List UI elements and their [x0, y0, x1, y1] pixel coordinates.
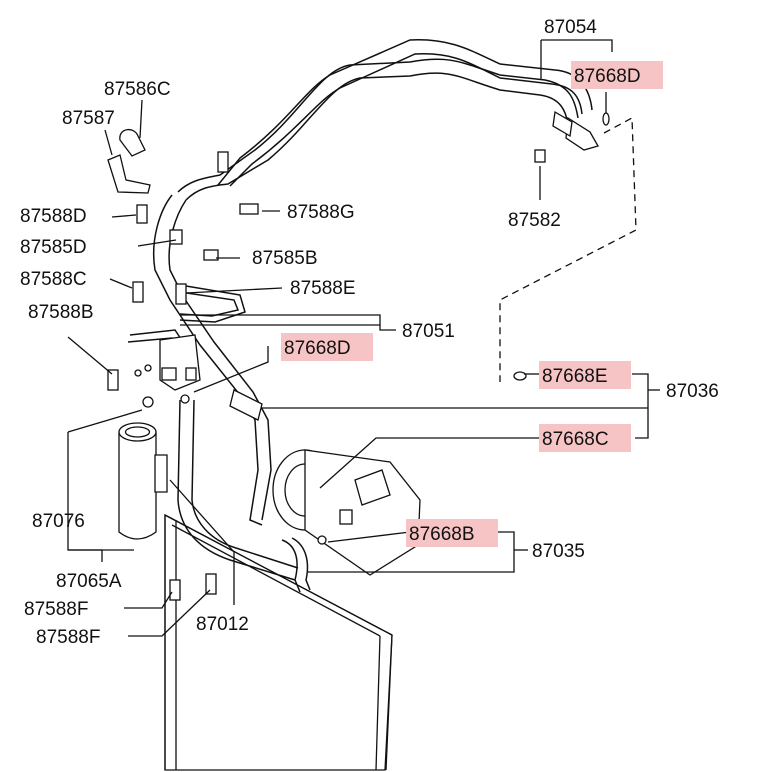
label-87588B[interactable]: 87588B	[28, 302, 94, 323]
label-87588F-b[interactable]: 87588F	[36, 627, 100, 648]
label-87668D-top[interactable]: 87668D	[574, 66, 641, 87]
label-87588C[interactable]: 87588C	[20, 269, 87, 290]
part-labels: 87054 87668D 87586C 87587 87582 87588D 8…	[20, 17, 719, 648]
highlighted-parts	[281, 61, 663, 547]
label-87668E[interactable]: 87668E	[542, 366, 608, 387]
compressor[interactable]	[272, 449, 421, 576]
label-87076[interactable]: 87076	[32, 511, 85, 532]
label-87588F-a[interactable]: 87588F	[24, 599, 88, 620]
label-87668C[interactable]: 87668C	[542, 429, 609, 450]
label-87586C[interactable]: 87586C	[104, 79, 171, 100]
label-87054[interactable]: 87054	[544, 17, 597, 38]
label-87588D[interactable]: 87588D	[20, 206, 87, 227]
label-87036[interactable]: 87036	[666, 381, 719, 402]
label-87587[interactable]: 87587	[62, 108, 115, 129]
label-87585B[interactable]: 87585B	[252, 248, 318, 269]
condenser[interactable]	[164, 513, 393, 771]
block-joint[interactable]	[134, 334, 201, 404]
label-87012[interactable]: 87012	[196, 614, 249, 635]
leader-lines	[67, 39, 660, 637]
label-87065A[interactable]: 87065A	[56, 571, 122, 592]
label-87668B[interactable]: 87668B	[409, 524, 475, 545]
dashed-reference-lines	[499, 116, 637, 382]
label-87035[interactable]: 87035	[532, 541, 585, 562]
label-87582[interactable]: 87582	[508, 210, 561, 231]
receiver-drier[interactable]	[118, 396, 168, 540]
label-87588E[interactable]: 87588E	[290, 278, 356, 299]
label-87585D[interactable]: 87585D	[20, 237, 87, 258]
label-87668D-mid[interactable]: 87668D	[284, 338, 351, 359]
label-87051[interactable]: 87051	[402, 321, 455, 342]
brackets-bolts	[107, 112, 610, 601]
label-87588G[interactable]: 87588G	[287, 202, 355, 223]
